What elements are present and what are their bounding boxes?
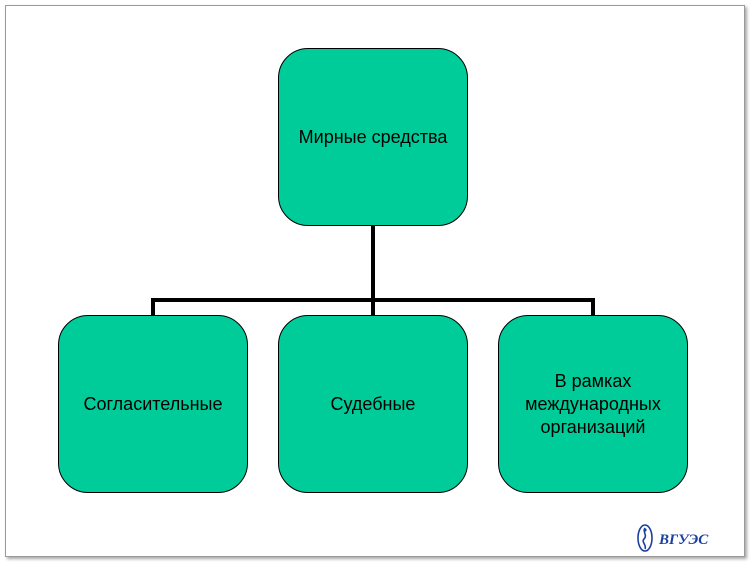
node-root-peaceful-means: Мирные средства [278, 48, 468, 226]
node-judicial: Судебные [278, 315, 468, 493]
node-judicial-label: Судебные [330, 393, 416, 414]
node-root-label: Мирные средства [298, 126, 448, 147]
vgues-logo-text: ВГУЭС [658, 532, 709, 548]
node-international-organizations-label: В рамках международных организаций [525, 370, 661, 437]
vgues-emblem-icon [637, 524, 653, 552]
node-conciliatory: Согласительные [58, 315, 248, 493]
node-international-organizations: В рамках международных организаций [498, 315, 688, 493]
node-conciliatory-label: Согласительные [83, 393, 223, 414]
vgues-logo: ВГУЭС [637, 524, 709, 552]
